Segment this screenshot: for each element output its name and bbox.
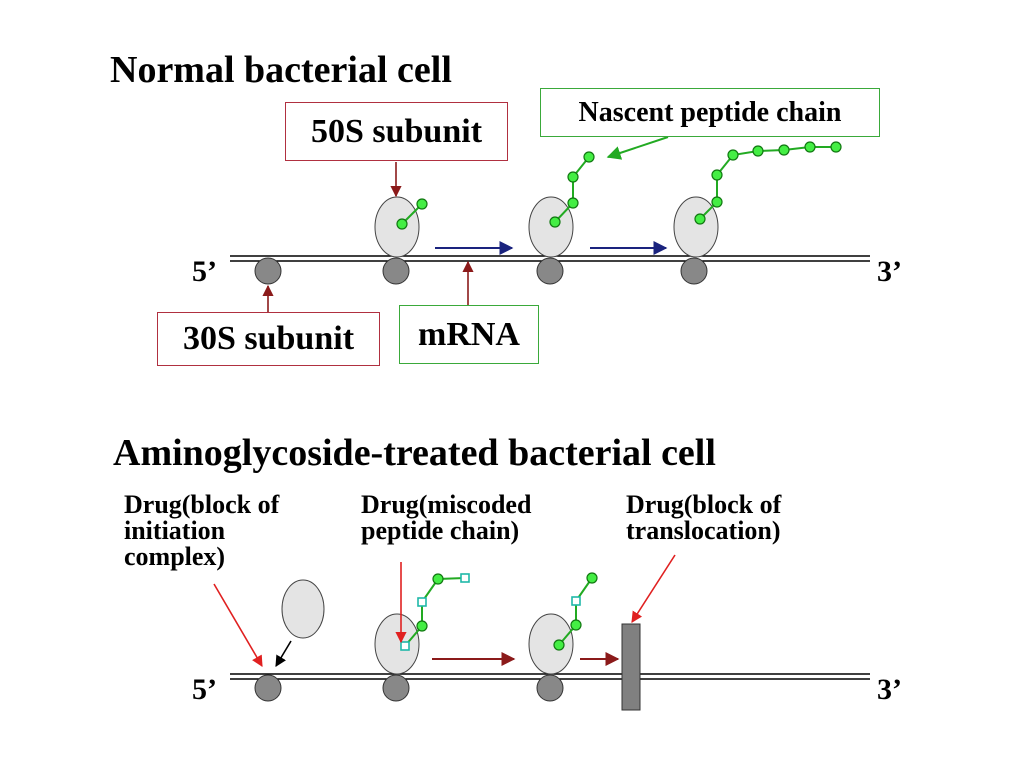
- top-50s-subunits: [374, 196, 719, 258]
- bottom-miscoded-peptide-chain-1: [400, 573, 470, 651]
- bottom-miscoded-peptide-chain-2: [553, 572, 598, 651]
- bottom-three-prime-label: 3’: [877, 673, 902, 706]
- drug-initiation-line-2: initiation: [124, 516, 226, 545]
- top-30s-subunits: [254, 257, 708, 285]
- top-peptide-chain-1: [396, 198, 428, 230]
- bottom-30s-subunits: [254, 674, 564, 702]
- drug-translocation-line-1: Drug(block of: [626, 490, 782, 519]
- top-five-prime-label: 5’: [192, 255, 217, 288]
- top-three-prime-label: 3’: [877, 255, 902, 288]
- top-peptide-chain-3: [694, 141, 842, 225]
- label-mrna: mRNA: [399, 305, 539, 364]
- top-callout-arrows: [262, 136, 669, 312]
- bottom-50s-subunits: [281, 579, 574, 675]
- drug-miscoded-line-2: peptide chain): [361, 516, 520, 545]
- bottom-diagram-title: Aminoglycoside-treated bacterial cell: [113, 432, 716, 474]
- label-nascent-peptide-chain: Nascent peptide chain: [540, 88, 880, 137]
- bottom-drug-arrows: [213, 554, 676, 667]
- label-drug-block-translocation: Drug(block of translocation): [626, 492, 781, 544]
- label-drug-block-initiation: Drug(block of initiation complex): [124, 492, 279, 570]
- label-30s-subunit: 30S subunit: [157, 312, 380, 366]
- drug-miscoded-line-1: Drug(miscoded: [361, 490, 532, 519]
- bottom-five-prime-label: 5’: [192, 673, 217, 706]
- top-peptide-chain-2: [549, 151, 595, 228]
- drug-translocation-line-2: translocation): [626, 516, 781, 545]
- top-diagram-title: Normal bacterial cell: [110, 49, 452, 91]
- translocation-block-bar: [621, 623, 641, 711]
- label-50s-subunit: 50S subunit: [285, 102, 508, 161]
- drug-initiation-line-1: Drug(block of: [124, 490, 280, 519]
- label-drug-miscoded-peptide: Drug(miscoded peptide chain): [361, 492, 531, 544]
- drug-initiation-line-3: complex): [124, 542, 226, 571]
